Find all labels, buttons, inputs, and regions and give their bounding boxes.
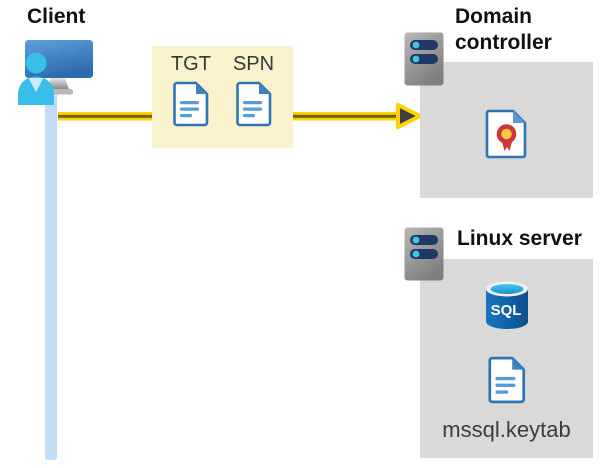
keytab-filename: mssql.keytab [442,417,571,442]
linux-server-panel: SQL mssql.keytab [420,259,593,458]
linux-server-label: Linux server [457,227,582,250]
document-icon [173,81,209,127]
user-icon [18,52,54,105]
domain-controller-panel [420,62,593,198]
sql-text: SQL [490,302,521,319]
sql-database-icon: SQL [485,281,528,329]
document-icon [235,81,271,127]
spn-item: SPN [233,53,274,148]
certificate-icon [485,109,526,159]
server-icon [404,32,444,86]
domain-controller-label: Domain controller [455,5,552,54]
arrowhead-icon [396,103,422,129]
tgt-item: TGT [171,53,211,148]
client-label: Client [27,5,86,28]
server-icon [404,227,444,281]
tgt-label: TGT [170,53,211,75]
client-icon [18,40,93,105]
spn-label: SPN [232,53,275,75]
ticket-box: TGT SPN [152,46,293,148]
keytab-document-icon [487,356,525,404]
client-connection-line [45,88,57,460]
